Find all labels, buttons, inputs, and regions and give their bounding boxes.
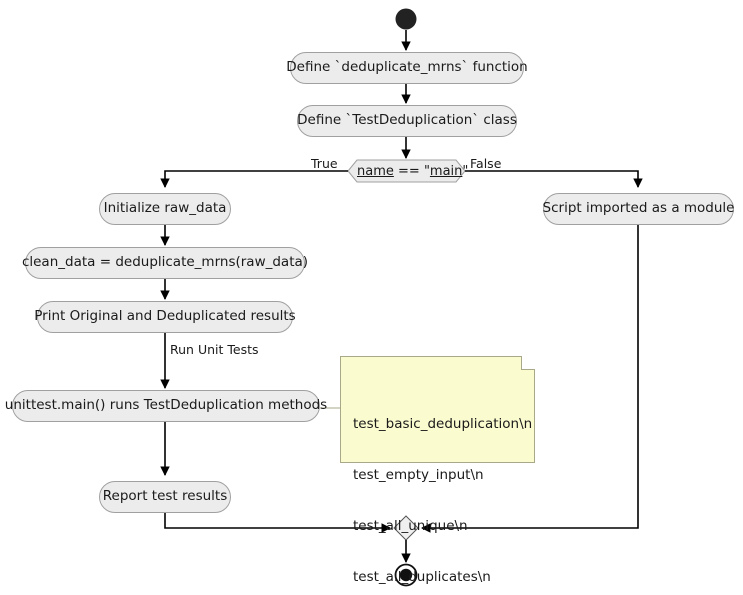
node-define-class-label: Define `TestDeduplication` class bbox=[297, 112, 517, 129]
node-initialize-raw-data-label: Initialize raw_data bbox=[103, 200, 227, 217]
node-script-imported-as-module-label: Script imported as a module bbox=[542, 200, 735, 217]
decision-condition-value: main bbox=[429, 164, 463, 179]
node-define-class[interactable]: Define `TestDeduplication` class bbox=[297, 105, 517, 137]
node-script-imported-as-module[interactable]: Script imported as a module bbox=[543, 193, 734, 225]
decision-condition-text: name == "main" bbox=[357, 164, 468, 179]
note-fold-corner bbox=[521, 356, 535, 370]
node-report-test-results-label: Report test results bbox=[102, 488, 228, 505]
node-define-function-label: Define `deduplicate_mrns` function bbox=[286, 59, 528, 76]
node-define-function[interactable]: Define `deduplicate_mrns` function bbox=[286, 52, 528, 84]
edge-true-branch bbox=[160, 170, 348, 188]
node-print-results[interactable]: Print Original and Deduplicated results bbox=[34, 301, 296, 333]
decision-condition-quote-open: " bbox=[423, 164, 430, 179]
decision-true-label: True bbox=[311, 156, 338, 171]
node-clean-data[interactable]: clean_data = deduplicate_mrns(raw_data) bbox=[21, 247, 309, 279]
edge-script-imported-to-merge bbox=[421, 225, 639, 533]
decision-condition-operator: == bbox=[393, 164, 424, 179]
end-circle-inner bbox=[399, 568, 413, 582]
node-print-results-label: Print Original and Deduplicated results bbox=[34, 308, 296, 325]
decision-condition-prefix: name bbox=[357, 164, 394, 179]
edge-label-run-unit-tests: Run Unit Tests bbox=[170, 342, 259, 357]
edge-false-branch bbox=[465, 170, 643, 188]
node-initialize-raw-data[interactable]: Initialize raw_data bbox=[99, 193, 231, 225]
note-line-1: test_basic_deduplication\n bbox=[353, 416, 533, 432]
node-clean-data-label: clean_data = deduplicate_mrns(raw_data) bbox=[21, 254, 309, 271]
edge-report-to-merge bbox=[164, 513, 391, 533]
note-line-4: test_all_duplicates\n bbox=[353, 569, 491, 585]
node-unittest-main-label: unittest.main() runs TestDeduplication m… bbox=[4, 397, 328, 414]
decision-false-label: False bbox=[470, 156, 502, 171]
start-circle bbox=[395, 8, 417, 30]
note-line-3: test_all_unique\n bbox=[353, 518, 468, 534]
note-line-2: test_empty_input\n bbox=[353, 467, 484, 483]
test-methods-note: test_basic_deduplication\n test_empty_in… bbox=[340, 356, 535, 585]
node-report-test-results[interactable]: Report test results bbox=[99, 481, 231, 513]
node-unittest-main[interactable]: unittest.main() runs TestDeduplication m… bbox=[5, 390, 327, 422]
decision-condition-quote-close: " bbox=[462, 164, 469, 179]
